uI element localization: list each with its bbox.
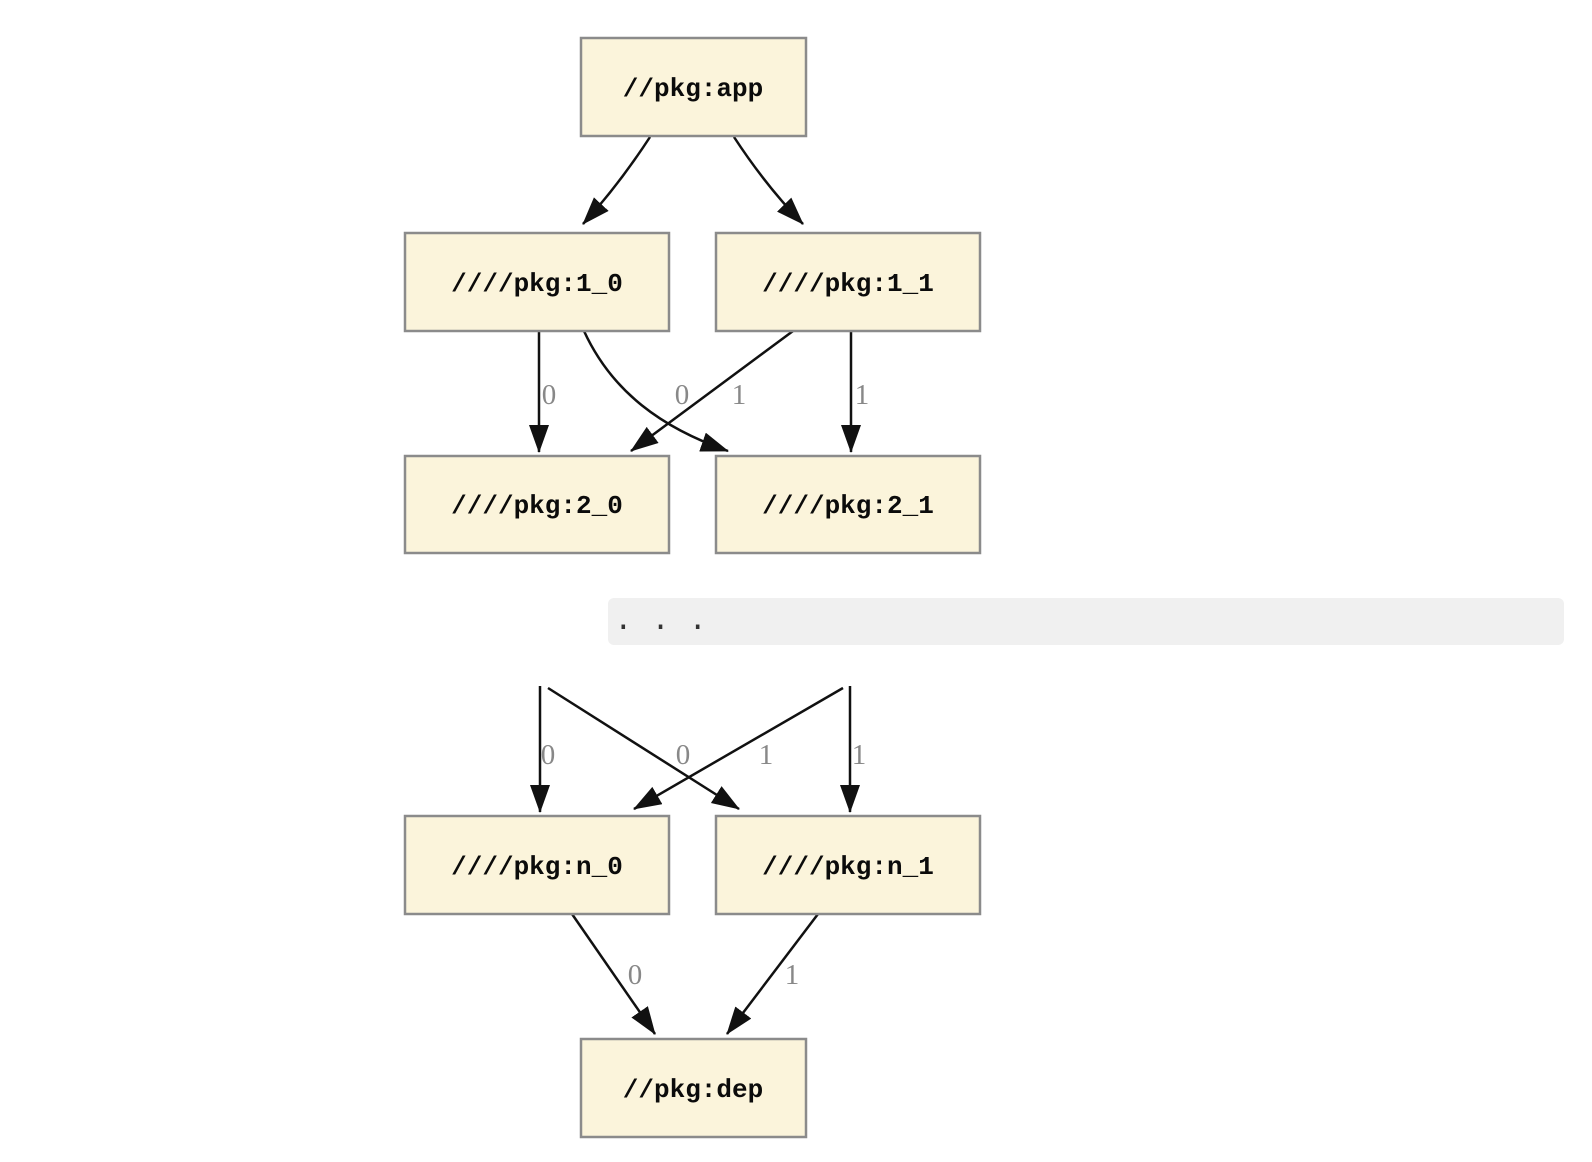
node-1_0: ////pkg:1_0 bbox=[403, 231, 671, 333]
node-n_1: ////pkg:n_1 bbox=[714, 814, 982, 916]
node-dep: //pkg:dep bbox=[579, 1037, 808, 1139]
node-1_1-label: ////pkg:1_1 bbox=[762, 269, 934, 299]
ellipsis-band: . . . bbox=[608, 598, 1564, 645]
node-1_0-box bbox=[403, 231, 671, 333]
ellipsis-text: . . . bbox=[614, 604, 708, 639]
node-n_1-label: ////pkg:n_1 bbox=[762, 852, 934, 882]
edge-label-prev-n_0-vertical: 0 bbox=[541, 739, 556, 771]
edge-label-prev-n_0-cross: 0 bbox=[676, 739, 691, 771]
edge-label-1_1-2_0: 0 bbox=[675, 379, 690, 411]
node-n_0-label: ////pkg:n_0 bbox=[451, 852, 623, 882]
edge-prev-to-n_1-cross bbox=[547, 686, 740, 811]
edge-prev-to-n_0-cross bbox=[633, 686, 844, 811]
node-1_1-box bbox=[714, 231, 982, 333]
edge-1_1-to-2_0 bbox=[630, 329, 794, 453]
edge-group bbox=[529, 136, 861, 1035]
node-1_0-label: ////pkg:1_0 bbox=[451, 269, 623, 299]
edge-app-to-1_0 bbox=[582, 136, 652, 225]
node-n_1-box bbox=[714, 814, 982, 916]
node-app-label: //pkg:app bbox=[623, 74, 763, 104]
node-dep-label: //pkg:dep bbox=[623, 1075, 763, 1105]
edge-app-to-1_1 bbox=[732, 136, 804, 225]
node-2_0-label: ////pkg:2_0 bbox=[451, 491, 623, 521]
edge-1_0-to-2_1 bbox=[582, 330, 729, 453]
edge-n_1-to-dep bbox=[726, 913, 819, 1035]
edge-label-1_0-2_0: 0 bbox=[542, 379, 557, 411]
edge-label-prev-n_1-cross: 1 bbox=[759, 739, 774, 771]
node-2_0: ////pkg:2_0 bbox=[403, 454, 671, 555]
node-n_0-box bbox=[403, 814, 671, 916]
node-app-box bbox=[579, 36, 808, 138]
node-dep-box bbox=[579, 1037, 808, 1139]
edge-label-group: 0 0 1 1 0 0 1 1 0 1 bbox=[541, 379, 870, 991]
edge-label-1_1-2_1: 1 bbox=[855, 379, 870, 411]
edge-label-prev-n_1-vertical: 1 bbox=[852, 739, 867, 771]
node-group: //pkg:app ////pkg:1_0 ////pkg:1_1 ////pk… bbox=[403, 36, 982, 1139]
node-app: //pkg:app bbox=[579, 36, 808, 138]
edge-label-n_1-dep: 1 bbox=[785, 959, 800, 991]
node-2_1-label: ////pkg:2_1 bbox=[762, 491, 934, 521]
node-2_1-box bbox=[714, 454, 982, 555]
node-n_0: ////pkg:n_0 bbox=[403, 814, 671, 916]
node-1_1: ////pkg:1_1 bbox=[714, 231, 982, 333]
node-2_1: ////pkg:2_1 bbox=[714, 454, 982, 555]
node-2_0-box bbox=[403, 454, 671, 555]
edge-label-1_0-2_1: 1 bbox=[732, 379, 747, 411]
edge-n_0-to-dep bbox=[570, 913, 657, 1035]
edge-label-n_0-dep: 0 bbox=[628, 959, 643, 991]
